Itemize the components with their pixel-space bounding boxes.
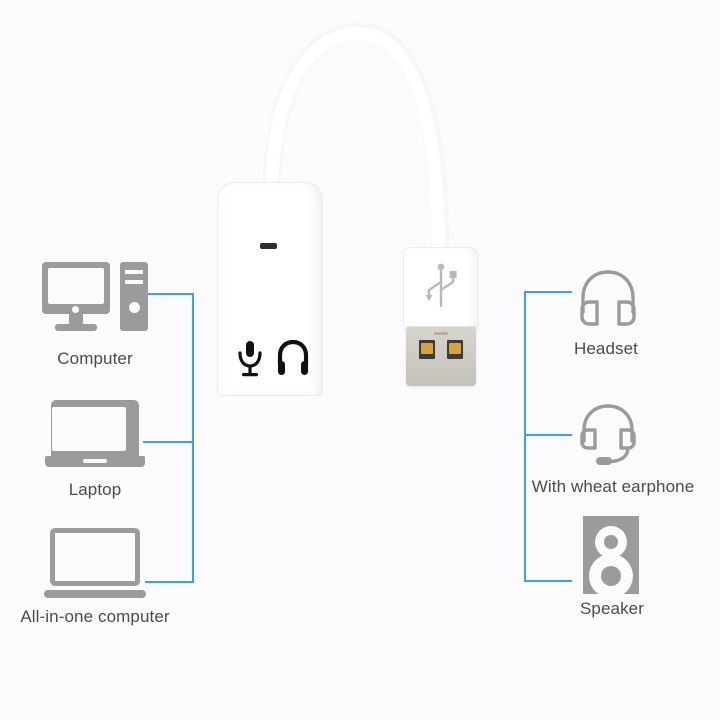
speaker-icon <box>583 516 639 598</box>
tower-drive-slot <box>125 280 143 284</box>
monitor-screen <box>48 268 104 304</box>
monitor-indicator <box>72 306 79 313</box>
headphones-glyph <box>580 270 636 326</box>
bracket-stub-wheat-earphone <box>524 434 572 436</box>
bracket-stub-speaker <box>524 580 572 582</box>
speaker-woofer-center <box>601 566 621 586</box>
label-speaker: Speaker <box>579 599 645 618</box>
usb-contact-pin <box>447 340 463 359</box>
bracket-stub-all-in-one <box>145 581 194 583</box>
tower-drive-slot <box>125 270 143 274</box>
headphones-icon <box>572 264 644 336</box>
headset-mic-glyph <box>580 404 636 465</box>
headset-with-microphone-icon <box>570 397 648 473</box>
usb-a-connector <box>406 326 476 386</box>
all-in-one-computer-icon <box>44 528 146 598</box>
label-headset: Headset <box>573 339 639 358</box>
laptop-screen <box>52 407 126 451</box>
usb-trident-square <box>449 271 457 278</box>
bracket-stub-computer <box>148 293 194 295</box>
label-with-wheat-earphone: With wheat earphone <box>531 477 695 496</box>
monitor-stand-base <box>55 324 97 331</box>
label-computer: Computer <box>57 349 133 368</box>
usb-trident-icon <box>425 263 457 308</box>
bracket-spine-right <box>524 291 526 582</box>
desktop-computer-icon <box>42 262 148 332</box>
tower-power-button <box>129 302 140 313</box>
all-in-one-frame <box>50 528 140 586</box>
bracket-stub-laptop <box>143 441 194 443</box>
usb-contact-pin <box>419 340 435 359</box>
boom-mic-tip <box>596 457 612 465</box>
usb-connector-housing <box>404 248 478 328</box>
monitor-stand-neck <box>69 314 83 324</box>
audio-ports-group <box>218 339 322 379</box>
bracket-spine-left <box>192 293 194 583</box>
label-all-in-one-computer: All-in-one computer <box>20 607 170 626</box>
headphone-icon <box>277 339 309 375</box>
label-laptop: Laptop <box>68 480 122 499</box>
laptop-trackpad <box>83 459 107 463</box>
speaker-tweeter-center <box>604 535 618 549</box>
laptop-icon <box>45 400 145 467</box>
computer-tower <box>120 262 148 331</box>
bracket-stub-headset <box>524 291 572 293</box>
usb-audio-adapter-body <box>218 183 322 395</box>
microphone-icon <box>238 341 262 377</box>
all-in-one-base <box>44 590 146 598</box>
status-led-indicator <box>260 243 277 249</box>
usb-shield-seam <box>434 332 448 335</box>
usb-trident-dot <box>437 263 445 271</box>
usb-trident-triangle <box>425 295 433 301</box>
